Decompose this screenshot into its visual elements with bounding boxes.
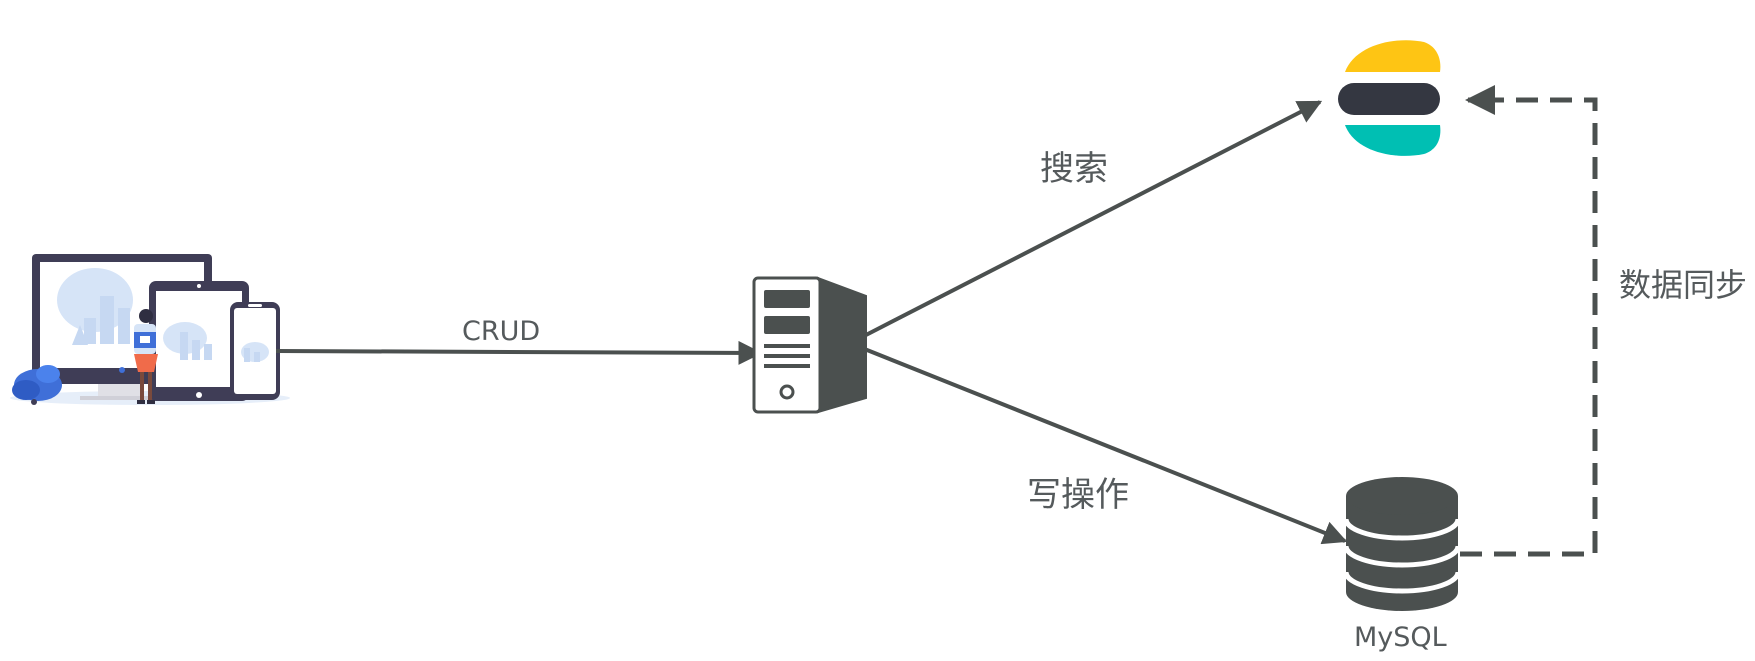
search-arrow [863, 100, 1323, 338]
elasticsearch-logo-icon [1338, 40, 1441, 156]
write-operation-label: 写操作 [1027, 475, 1129, 515]
search-label: 搜索 [1040, 149, 1108, 189]
server-tower-icon [752, 276, 867, 414]
write-arrow [861, 346, 1348, 545]
database-icon [1343, 477, 1461, 611]
crud-label: CRUD [462, 316, 541, 347]
mysql-label: MySQL [1354, 622, 1447, 653]
devices-illustration-icon [10, 254, 290, 405]
data-sync-label: 数据同步 [1619, 266, 1748, 304]
crud-arrow [275, 340, 763, 365]
sync-arrow [1460, 85, 1598, 557]
